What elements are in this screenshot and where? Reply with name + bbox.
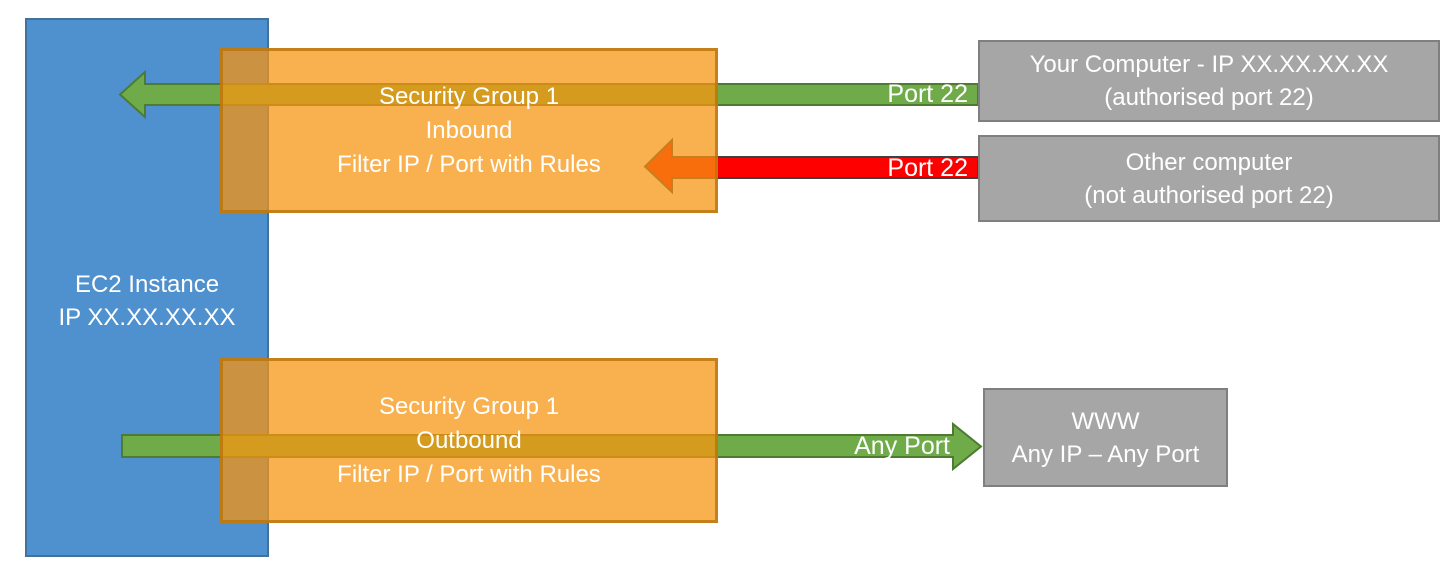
other-computer-title: Other computer [1125, 148, 1293, 176]
security-group-inbound-box: Security Group 1 Inbound Filter IP / Por… [220, 48, 718, 213]
ec2-instance-name: EC2 Instance [74, 270, 220, 298]
inbound-blocked-port-label: Port 22 [887, 154, 968, 182]
security-group-outbound-box: Security Group 1 Outbound Filter IP / Po… [220, 358, 718, 523]
www-subtitle: Any IP – Any Port [1011, 440, 1200, 468]
inbound-allowed-port-label: Port 22 [887, 80, 968, 108]
security-group-inbound-title: Security Group 1 [378, 82, 560, 110]
security-group-outbound-direction: Outbound [416, 426, 522, 454]
security-group-inbound-description: Filter IP / Port with Rules [337, 150, 601, 178]
your-computer-box: Your Computer - IP XX.XX.XX.XX (authoris… [978, 40, 1440, 122]
www-box: WWW Any IP – Any Port [983, 388, 1228, 487]
ec2-instance-ip: IP XX.XX.XX.XX [58, 303, 236, 331]
your-computer-title: Your Computer - IP XX.XX.XX.XX [1029, 51, 1389, 78]
security-group-outbound-title: Security Group 1 [378, 392, 560, 420]
other-computer-subtitle: (not authorised port 22) [1084, 181, 1334, 209]
security-group-inbound-direction: Inbound [425, 116, 513, 144]
security-group-outbound-description: Filter IP / Port with Rules [337, 460, 601, 488]
other-computer-box: Other computer (not authorised port 22) [978, 135, 1440, 222]
outbound-port-label: Any Port [854, 432, 950, 460]
www-title: WWW [1071, 407, 1140, 435]
your-computer-subtitle: (authorised port 22) [1104, 84, 1314, 111]
